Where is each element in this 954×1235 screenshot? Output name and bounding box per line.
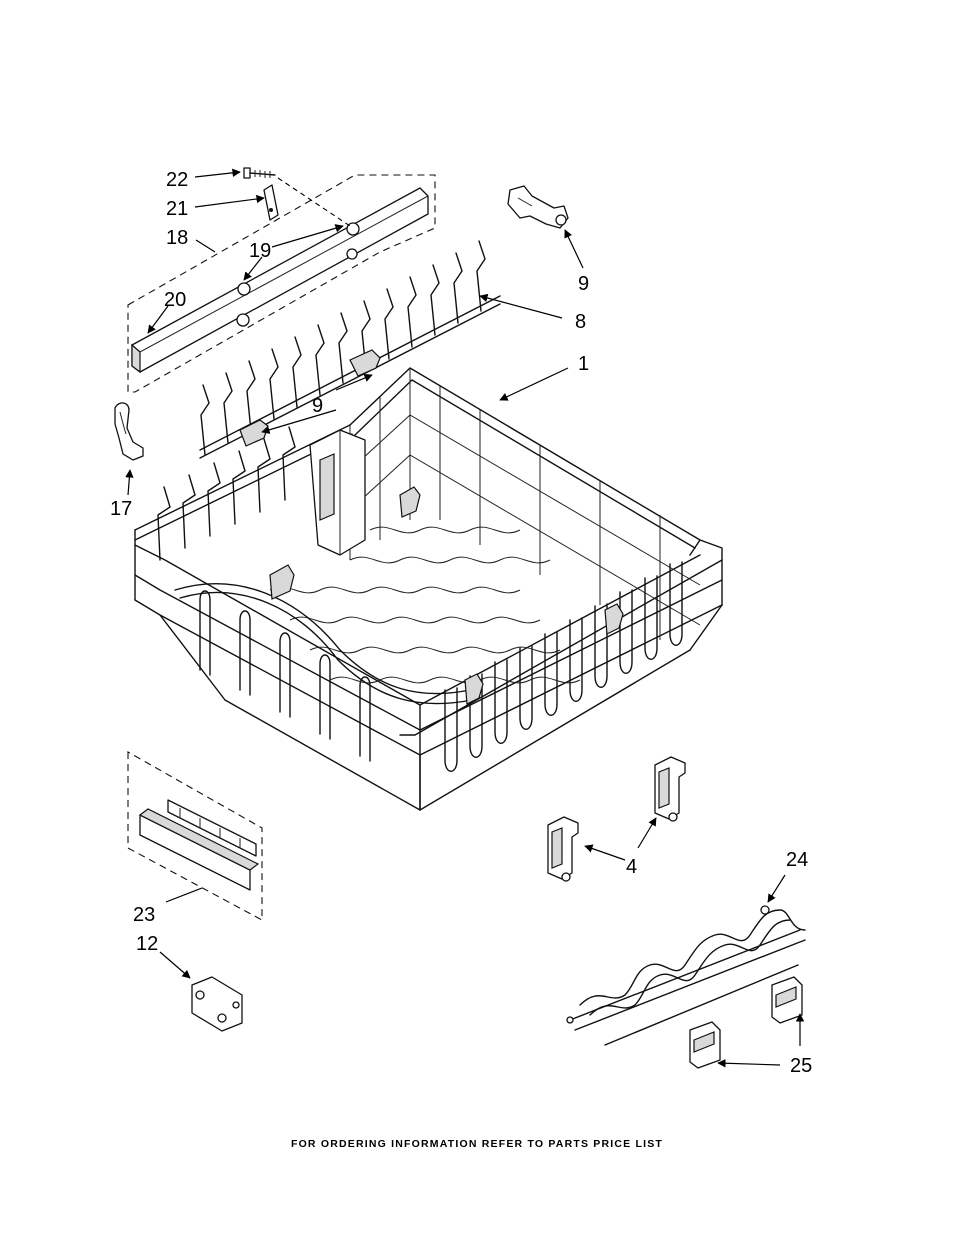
tine-row-8 [199,240,501,459]
wire-shelf-24 [566,905,806,1069]
bracket-21 [263,184,279,221]
part-12 [191,976,243,1032]
adjuster-4 [547,756,686,882]
callout-9-middle: 9 [312,395,323,417]
callout-21: 21 [166,198,188,220]
callout-1: 1 [578,353,589,375]
callout-labels: 22 21 18 19 20 9 8 1 9 17 4 24 23 12 25 [110,169,812,1077]
callout-22: 22 [166,169,188,191]
rail-dashed-outline [127,174,436,393]
callout-18: 18 [166,227,188,249]
tine-clip-9 [239,419,269,447]
rail-end-cap [131,343,141,374]
callout-23: 23 [133,904,155,926]
handle-23 [127,751,263,921]
handle-dashed-outline [127,751,263,921]
rail-assembly [127,174,436,393]
upper-rack-1 [134,367,723,811]
callout-19: 19 [249,240,271,262]
part-17 [114,402,144,461]
callout-12: 12 [136,933,158,955]
footer-note: FOR ORDERING INFORMATION REFER TO PARTS … [290,1138,664,1150]
callout-25: 25 [790,1055,812,1077]
callout-4: 4 [626,856,637,878]
leader-lines [125,168,805,1068]
callout-17: 17 [110,498,132,520]
callout-20: 20 [164,289,186,311]
rack-center-tower [309,429,366,556]
callout-24: 24 [786,849,808,871]
rail-clip-19 [346,222,360,236]
clip-9 [507,185,569,229]
callout-8: 8 [575,311,586,333]
callout-9-top: 9 [578,273,589,295]
screw-22 [243,167,276,179]
